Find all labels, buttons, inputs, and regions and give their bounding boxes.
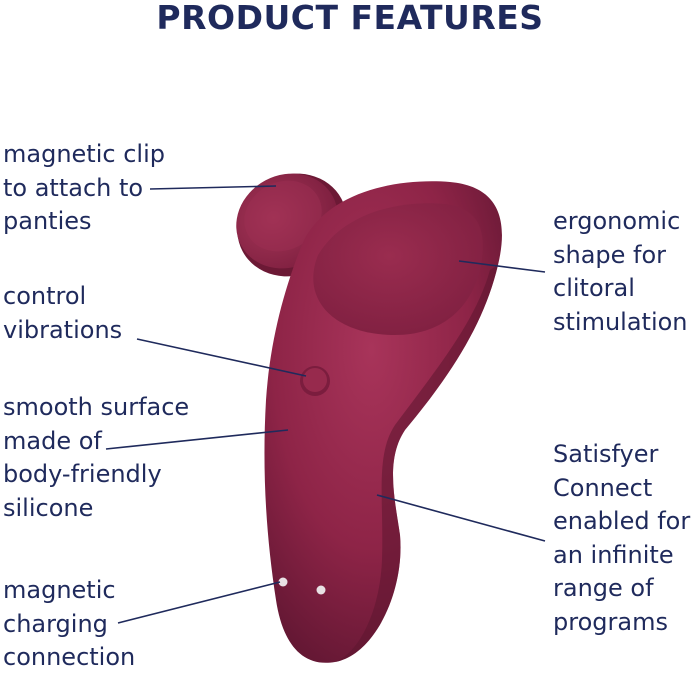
- feature-line: control: [3, 282, 87, 310]
- leader-line-smooth-surface: [105, 429, 289, 450]
- feature-line: programs: [553, 607, 668, 636]
- feature-smooth-surface: smooth surface made of body-friendly sil…: [3, 391, 189, 525]
- feature-line: range of: [553, 574, 654, 602]
- feature-line: shape for: [553, 240, 667, 269]
- page-title: PRODUCT FEATURES: [156, 0, 544, 37]
- feature-line: an infinite: [553, 540, 674, 569]
- leader-line-ergonomic: [458, 260, 546, 273]
- feature-line: smooth surface: [3, 393, 190, 421]
- leader-line-charging: [117, 581, 281, 624]
- feature-line: connection: [3, 643, 136, 671]
- feature-line: clitoral: [553, 274, 635, 302]
- feature-magnetic-charging: magnetic charging connection: [3, 574, 135, 675]
- feature-line: to attach to: [3, 173, 144, 202]
- feature-line: magnetic clip: [3, 140, 165, 168]
- feature-line: body-friendly: [3, 460, 162, 488]
- feature-ergonomic-shape: ergonomic shape for clitoral stimulation: [553, 205, 688, 339]
- feature-line: ergonomic: [553, 207, 681, 235]
- feature-line: Connect: [553, 473, 653, 502]
- feature-line: Satisfyer: [553, 440, 659, 468]
- leader-line-connect: [376, 494, 546, 542]
- feature-satisfyer-connect: Satisfyer Connect enabled for an infinit…: [553, 438, 690, 639]
- feature-line: magnetic: [3, 576, 116, 604]
- feature-line: panties: [3, 207, 92, 235]
- leader-line-control-vibrations: [136, 338, 307, 377]
- feature-line: enabled for: [553, 507, 691, 535]
- vibrator-body-shape: [264, 181, 502, 663]
- feature-control-vibrations: control vibrations: [3, 280, 122, 347]
- feature-magnetic-clip: magnetic clip to attach to panties: [3, 138, 165, 239]
- leader-line-magnetic-clip: [149, 185, 277, 190]
- feature-line: silicone: [3, 493, 94, 522]
- feature-line: stimulation: [553, 307, 688, 336]
- feature-line: charging: [3, 609, 108, 638]
- feature-line: vibrations: [3, 315, 123, 344]
- feature-line: made of: [3, 426, 102, 455]
